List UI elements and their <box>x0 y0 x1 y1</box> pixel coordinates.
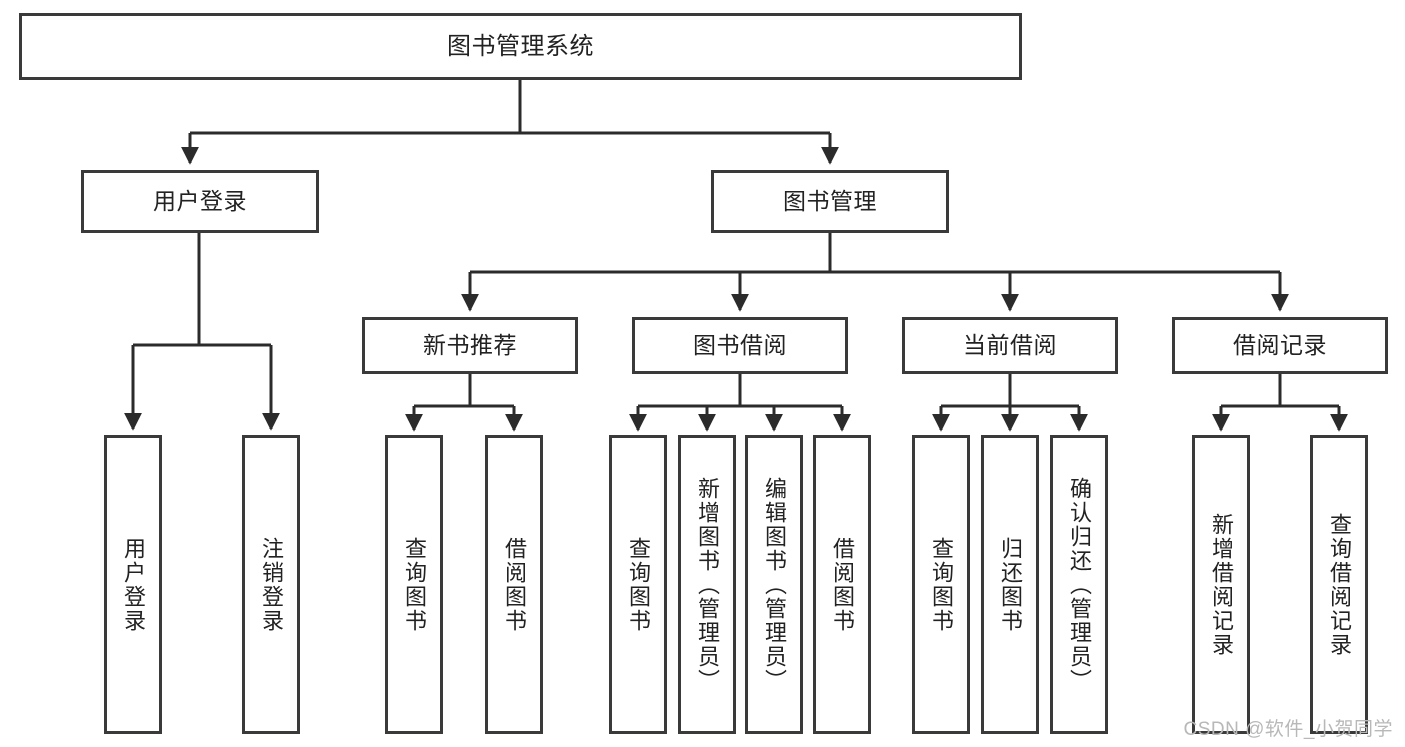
leaf-current-borrow-confirm[interactable]: 确认归还（管理员） <box>1050 435 1108 734</box>
node-user-login[interactable]: 用户登录 <box>81 170 319 233</box>
leaf-book-borrow-query[interactable]: 查询图书 <box>609 435 667 734</box>
node-current-borrow-label: 当前借阅 <box>963 332 1057 359</box>
leaf-new-book-query[interactable]: 查询图书 <box>385 435 443 734</box>
leaf-current-borrow-query[interactable]: 查询图书 <box>912 435 970 734</box>
leaf-book-borrow-borrow-label: 借阅图书 <box>829 536 855 633</box>
leaf-new-book-query-label: 查询图书 <box>401 536 427 633</box>
leaf-user-login-logout-label: 注销登录 <box>258 536 284 633</box>
node-book-borrow-label: 图书借阅 <box>693 332 787 359</box>
node-borrow-records[interactable]: 借阅记录 <box>1172 317 1388 374</box>
leaf-current-borrow-confirm-label: 确认归还（管理员） <box>1066 476 1092 693</box>
leaf-book-borrow-add[interactable]: 新增图书（管理员） <box>678 435 736 734</box>
leaf-book-borrow-add-label: 新增图书（管理员） <box>694 476 720 693</box>
node-book-management-label: 图书管理 <box>783 188 877 215</box>
leaf-borrow-record-query[interactable]: 查询借阅记录 <box>1310 435 1368 734</box>
leaf-borrow-record-query-label: 查询借阅记录 <box>1326 512 1352 657</box>
leaf-borrow-record-add-label: 新增借阅记录 <box>1208 512 1234 657</box>
watermark: CSDN @软件_小贺同学 <box>1183 719 1393 740</box>
node-root-label: 图书管理系统 <box>447 32 594 60</box>
leaf-current-borrow-return-label: 归还图书 <box>997 536 1023 633</box>
leaf-user-login-login[interactable]: 用户登录 <box>104 435 162 734</box>
leaf-borrow-record-add[interactable]: 新增借阅记录 <box>1192 435 1250 734</box>
leaf-current-borrow-return[interactable]: 归还图书 <box>981 435 1039 734</box>
node-user-login-label: 用户登录 <box>153 188 247 215</box>
leaf-new-book-borrow-label: 借阅图书 <box>501 536 527 633</box>
leaf-book-borrow-edit[interactable]: 编辑图书（管理员） <box>745 435 803 734</box>
leaf-book-borrow-edit-label: 编辑图书（管理员） <box>761 476 787 693</box>
node-root[interactable]: 图书管理系统 <box>19 13 1022 80</box>
node-borrow-records-label: 借阅记录 <box>1233 332 1327 359</box>
leaf-user-login-login-label: 用户登录 <box>120 536 146 633</box>
leaf-current-borrow-query-label: 查询图书 <box>928 536 954 633</box>
leaf-user-login-logout[interactable]: 注销登录 <box>242 435 300 734</box>
leaf-book-borrow-borrow[interactable]: 借阅图书 <box>813 435 871 734</box>
node-book-borrow[interactable]: 图书借阅 <box>632 317 848 374</box>
leaf-new-book-borrow[interactable]: 借阅图书 <box>485 435 543 734</box>
node-new-book-recommend[interactable]: 新书推荐 <box>362 317 578 374</box>
node-current-borrow[interactable]: 当前借阅 <box>902 317 1118 374</box>
leaf-book-borrow-query-label: 查询图书 <box>625 536 651 633</box>
node-book-management[interactable]: 图书管理 <box>711 170 949 233</box>
node-new-book-recommend-label: 新书推荐 <box>423 332 517 359</box>
